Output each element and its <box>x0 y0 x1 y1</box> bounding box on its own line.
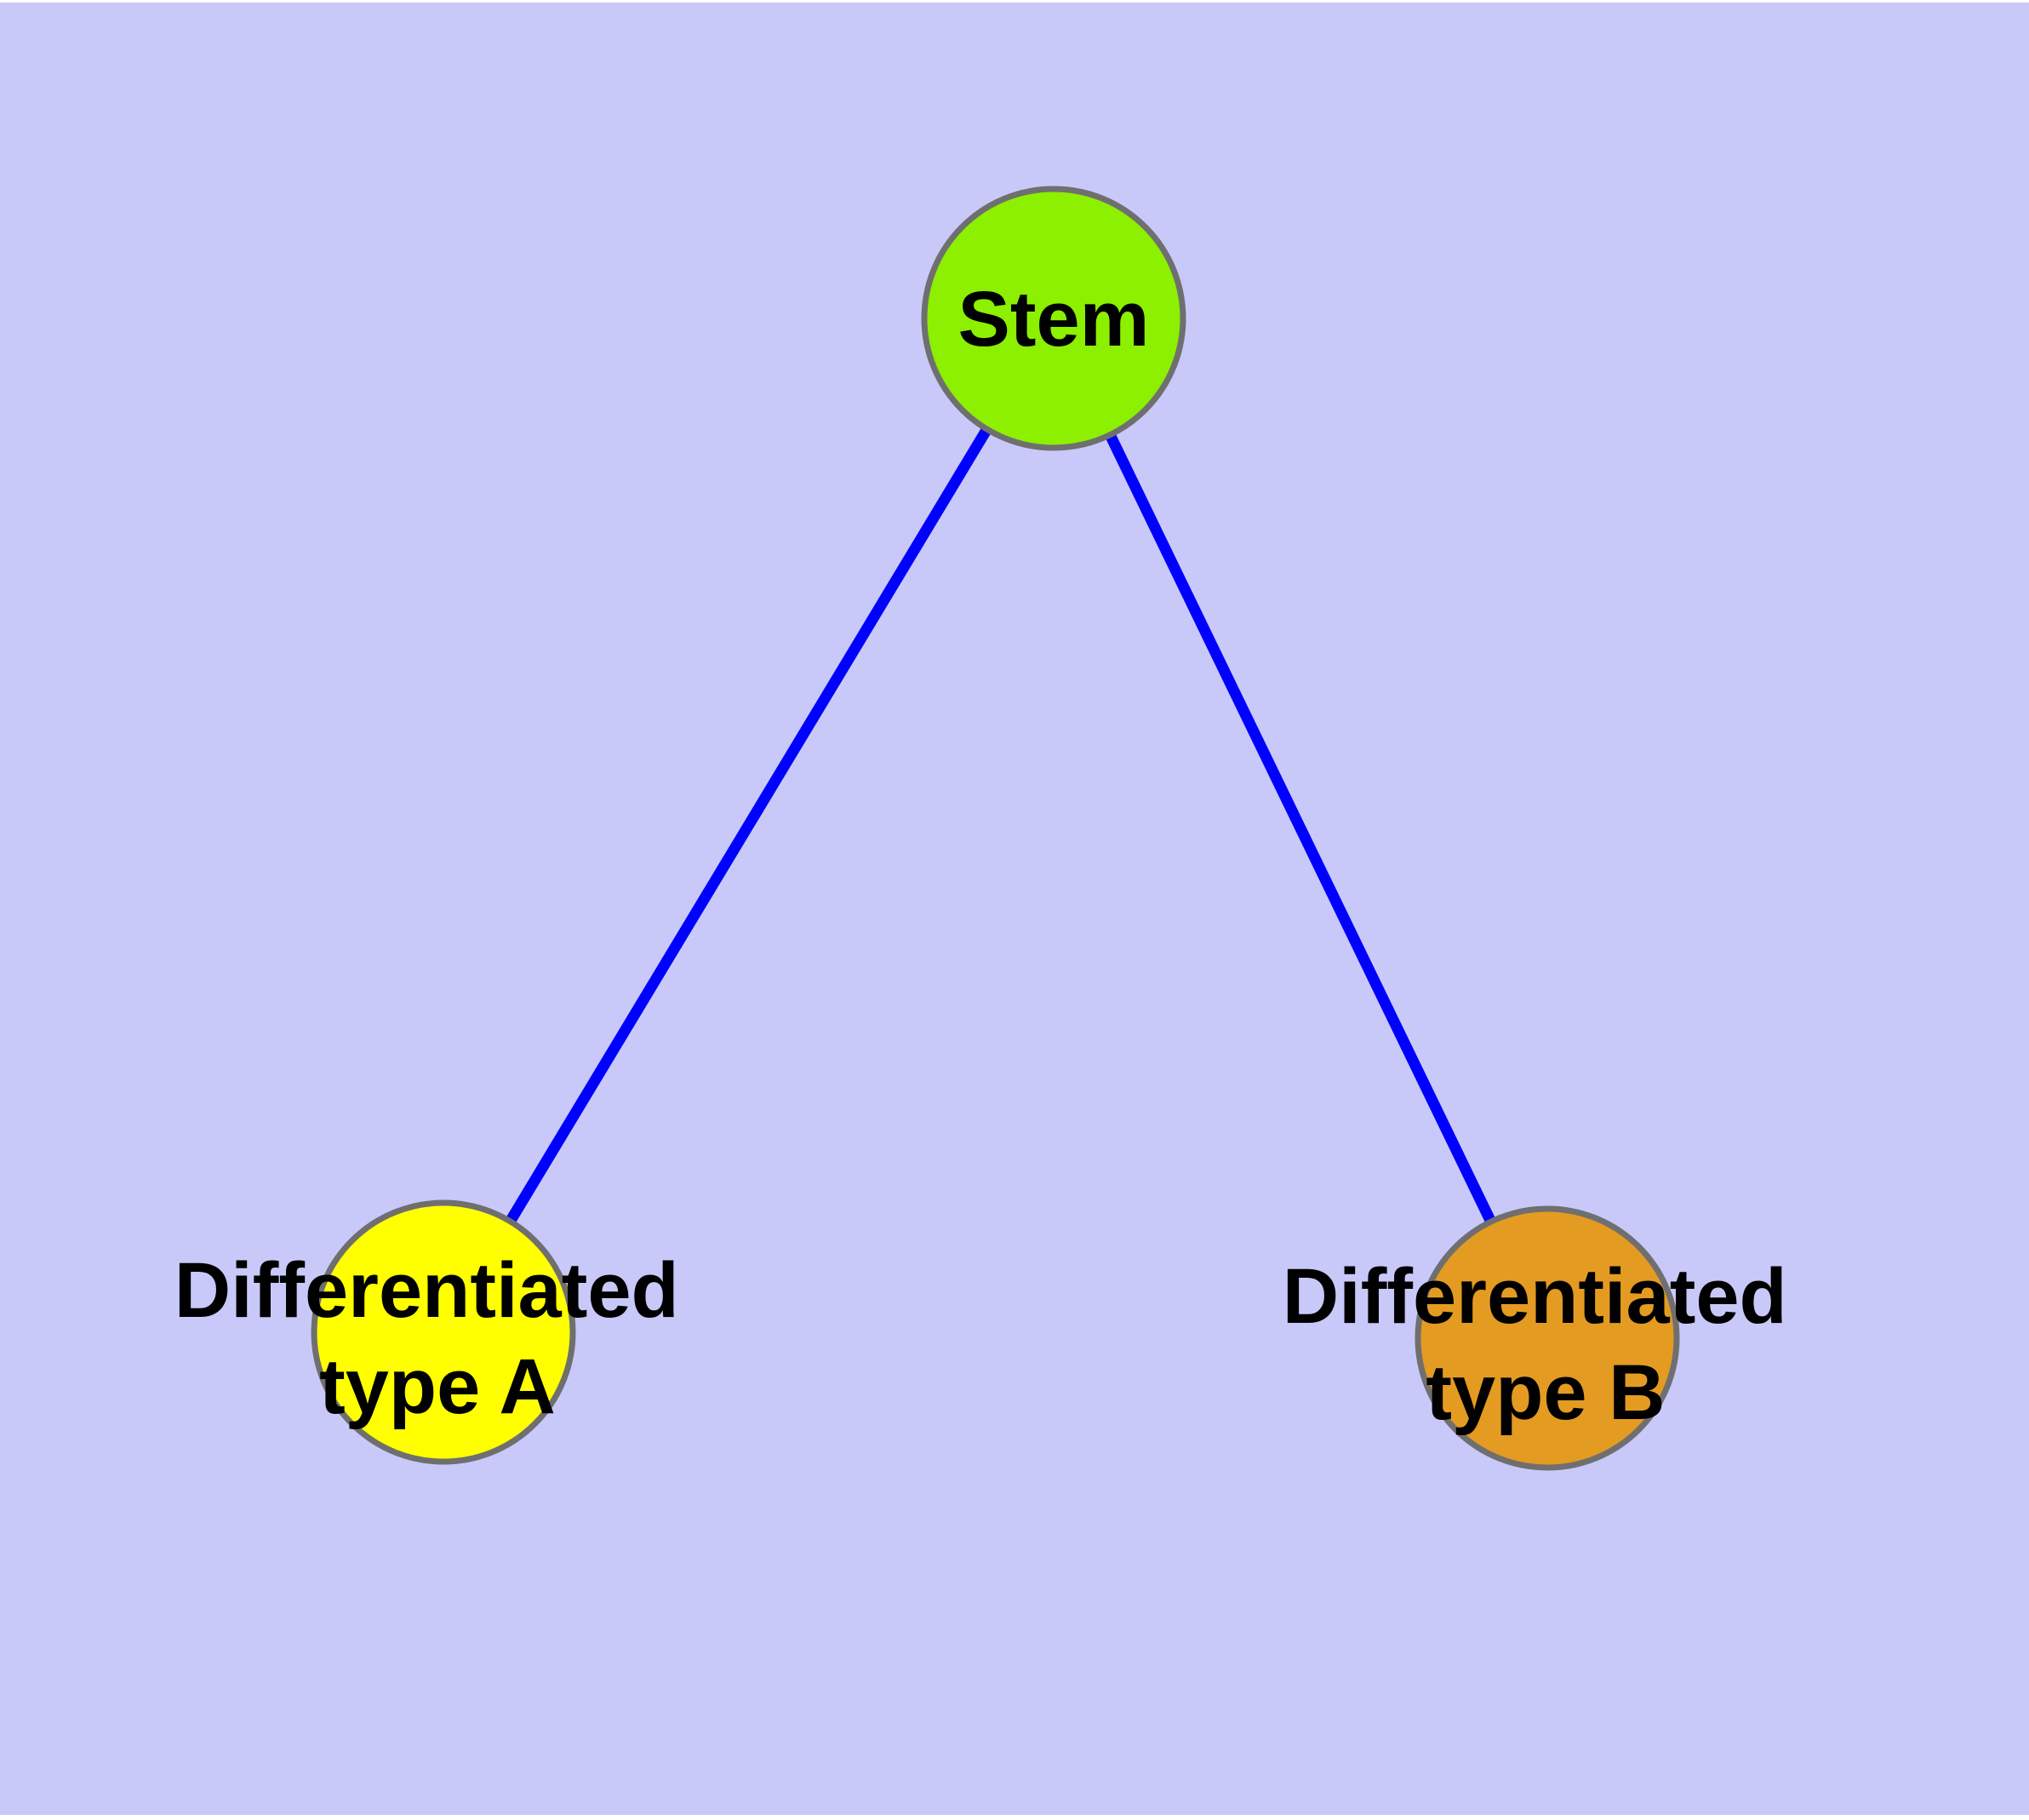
node-differentiated-type-b <box>1415 1205 1680 1471</box>
node-type-a-label: Differentiated type A <box>174 1247 701 1430</box>
node-type-a-label-line2: type A <box>319 1343 556 1430</box>
edge-stem-to-type-a <box>438 315 1059 1336</box>
node-type-b-label: Differentiated type B <box>1283 1253 1809 1436</box>
node-stem <box>921 186 1186 451</box>
node-type-b-label-line1: Differentiated <box>1283 1253 1787 1340</box>
node-type-b-label-line2: type B <box>1426 1349 1665 1436</box>
node-stem-label: Stem <box>958 276 1150 363</box>
node-differentiated-type-a <box>311 1199 576 1465</box>
edge-stem-to-type-b <box>1049 316 1552 1341</box>
node-type-a-label-line1: Differentiated <box>174 1247 679 1334</box>
